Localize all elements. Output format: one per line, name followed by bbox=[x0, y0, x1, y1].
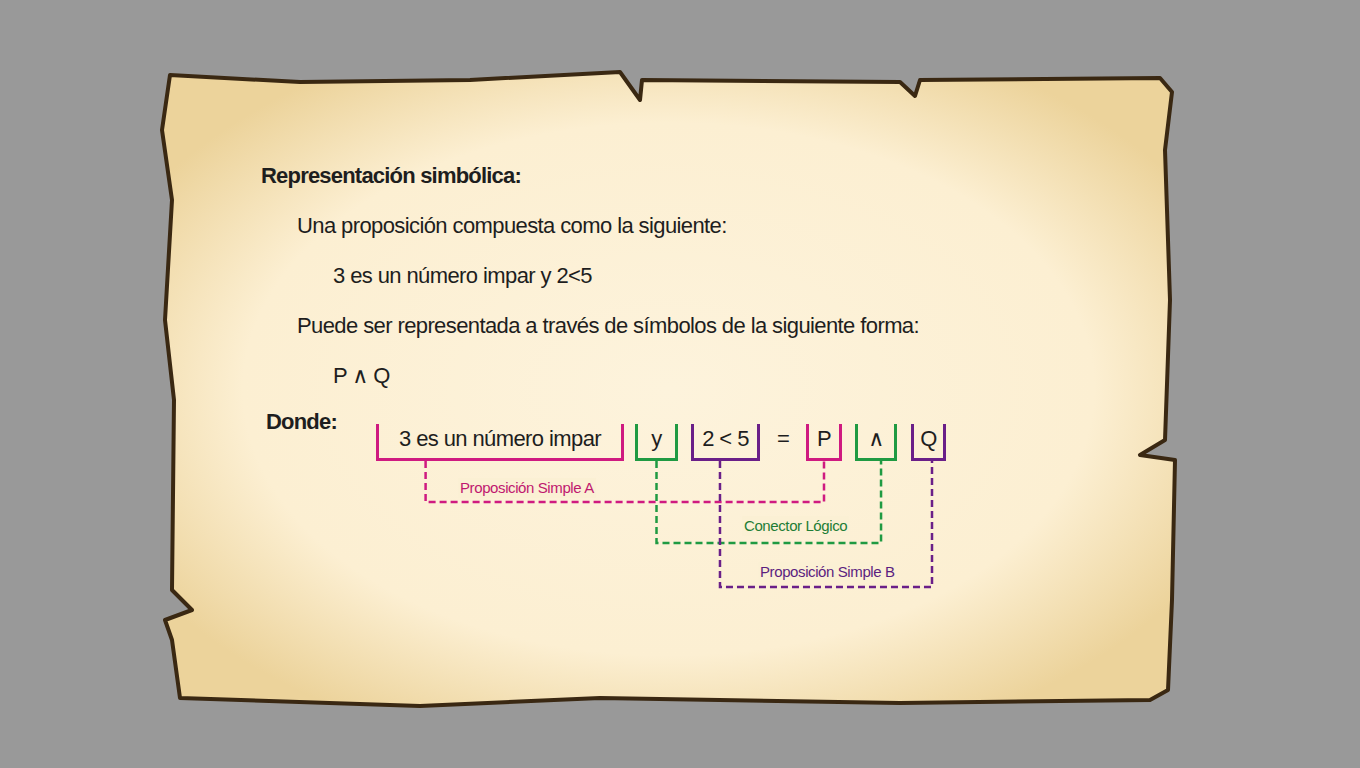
connector-label: Proposición Simple B bbox=[758, 562, 897, 582]
text-line: Puede ser representada a través de símbo… bbox=[297, 313, 919, 339]
dashed-connector bbox=[426, 461, 824, 502]
parchment-shape bbox=[162, 72, 1175, 706]
text-line: Una proposición compuesta como la siguie… bbox=[297, 213, 727, 239]
bracket-box: ∧ bbox=[855, 424, 897, 461]
equals-sign: = bbox=[777, 426, 789, 452]
heading: Representación simbólica: bbox=[261, 163, 521, 189]
text-line: P ∧ Q bbox=[333, 363, 390, 389]
box-text: ∧ bbox=[868, 424, 884, 452]
text-line: 3 es un número impar y 2<5 bbox=[333, 263, 592, 289]
box-text: 3 es un número impar bbox=[399, 424, 601, 452]
box-text: y bbox=[651, 424, 661, 452]
bracket-box: P bbox=[806, 424, 842, 461]
connector-label: Conector Lógico bbox=[742, 516, 849, 536]
connector-label: Proposición Simple A bbox=[458, 478, 596, 498]
bracket-box: Q bbox=[911, 424, 946, 461]
box-text: 2 < 5 bbox=[702, 424, 749, 452]
bracket-box: 3 es un número impar bbox=[376, 424, 624, 461]
box-text: P bbox=[817, 424, 831, 452]
dashed-connector bbox=[720, 461, 932, 587]
box-text: Q bbox=[920, 424, 937, 452]
bracket-box: 2 < 5 bbox=[691, 424, 760, 461]
section-label: Donde: bbox=[266, 409, 337, 435]
bracket-box: y bbox=[635, 424, 678, 461]
dashed-connector bbox=[657, 461, 882, 543]
